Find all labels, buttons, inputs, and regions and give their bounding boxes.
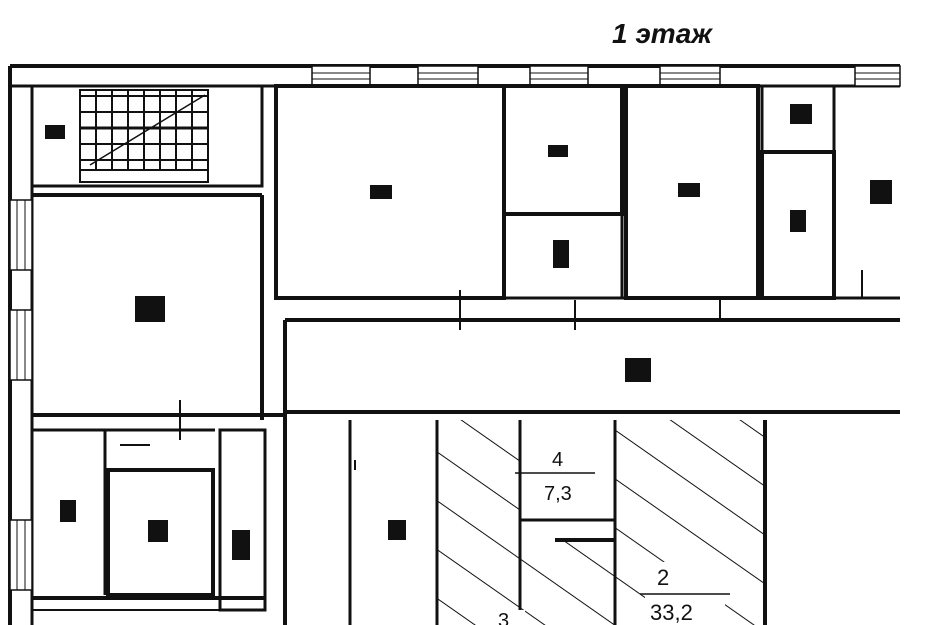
room-2-area: 33,2 — [650, 600, 693, 625]
room-3-number: 3 — [498, 610, 509, 625]
window-mullions — [16, 72, 900, 590]
floor-title: 1 этаж — [612, 18, 712, 49]
room-3-label: 3 — [498, 610, 509, 625]
scribble-marks — [45, 104, 892, 560]
room-4-label: 4 7,3 — [515, 449, 595, 505]
room-4-number: 4 — [552, 449, 563, 471]
room-4-area: 7,3 — [544, 483, 572, 505]
room-2-label: 2 33,2 — [640, 565, 730, 625]
windows — [9, 65, 901, 591]
room-2-number: 2 — [657, 565, 669, 590]
stair-block — [30, 84, 264, 188]
door-ticks — [120, 270, 863, 470]
